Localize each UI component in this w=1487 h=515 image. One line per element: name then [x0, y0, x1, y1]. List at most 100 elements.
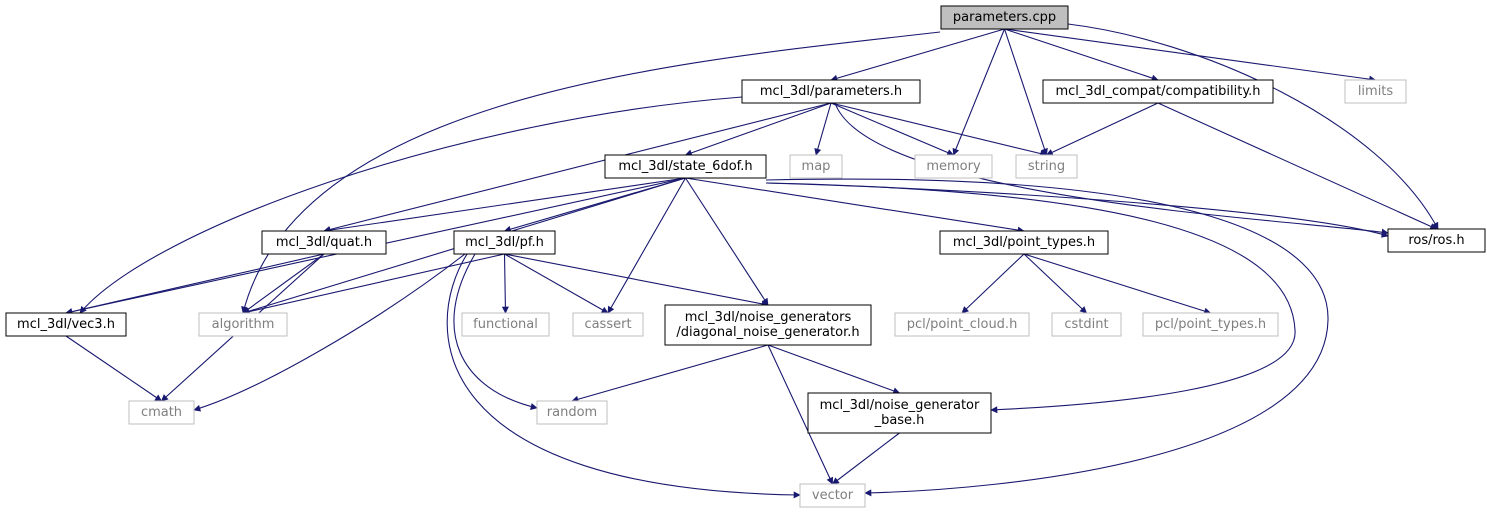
node-box	[453, 230, 556, 255]
node-box	[789, 154, 843, 179]
node-label: pcl/point_cloud.h	[907, 317, 1018, 332]
node-string: string	[1015, 154, 1078, 179]
node-label: mcl_3dl/state_6dof.h	[618, 159, 752, 174]
edge-quat-to-algorithm	[242, 253, 325, 314]
node-quat[interactable]: mcl_3dl/quat.h	[261, 230, 387, 255]
node-label: /diagonal_noise_generator.h	[676, 325, 859, 340]
edge-pf-to-vector	[446, 253, 801, 499]
edge-compat-to-string	[1045, 102, 1159, 156]
node-pf[interactable]: mcl_3dl/pf.h	[453, 230, 556, 255]
node-label: vector	[812, 488, 854, 503]
edge-mcl-parameters-to-string	[830, 102, 1048, 157]
node-box	[1344, 79, 1407, 104]
node-box	[1015, 154, 1078, 179]
node-functional: functional	[461, 312, 550, 337]
node-label: random	[547, 405, 597, 420]
node-box	[1051, 312, 1122, 337]
node-layer: parameters.cpp mcl_3dl/parameters.h mcl_3d…	[5, 5, 1486, 508]
edge-pf-to-diag	[504, 253, 769, 308]
node-label: memory	[926, 159, 981, 174]
node-box	[5, 312, 127, 337]
node-memory: memory	[914, 154, 993, 179]
node-label: cmath	[141, 405, 182, 420]
edge-vec3-to-cmath	[65, 335, 163, 402]
edge-pf-to-algorithm	[242, 253, 505, 316]
edge-mcl-parameters-to-quat	[323, 102, 832, 233]
edge-parameters-cpp-to-algorithm	[241, 31, 941, 314]
node-box	[604, 154, 767, 179]
edge-diag-to-random	[571, 344, 769, 403]
edge-pf-to-random	[453, 253, 538, 410]
node-box	[807, 392, 992, 434]
node-box	[261, 230, 387, 255]
node-parameters-cpp[interactable]: parameters.cpp	[940, 5, 1069, 30]
edge-state-to-noise-base	[765, 182, 1296, 414]
node-noise-base[interactable]: mcl_3dl/noise_generator_base.h	[807, 392, 992, 434]
node-box	[939, 230, 1109, 255]
edge-state-to-quat	[323, 177, 686, 234]
edge-diag-to-noise-base	[767, 344, 901, 395]
node-mcl-parameters[interactable]: mcl_3dl/parameters.h	[741, 79, 921, 104]
edge-parameters-cpp-to-limits	[1004, 28, 1377, 83]
edge-layer	[65, 23, 1439, 499]
node-label: mcl_3dl/quat.h	[276, 235, 372, 250]
node-label: cassert	[584, 317, 631, 332]
edge-point-types-to-pcl-types	[1023, 253, 1212, 315]
edge-parameters-cpp-to-mcl-parameters	[830, 28, 1005, 82]
node-compat[interactable]: mcl_3dl_compat/compatibility.h	[1042, 79, 1274, 104]
node-limits: limits	[1344, 79, 1407, 104]
edge-quat-to-vec3	[65, 253, 325, 316]
edge-point-types-to-pcl-cloud	[961, 253, 1025, 314]
node-pcl-types: pcl/point_types.h	[1142, 312, 1279, 337]
node-box	[461, 312, 550, 337]
edge-point-types-to-cstdint	[1023, 253, 1088, 314]
node-box	[536, 400, 608, 425]
node-state[interactable]: mcl_3dl/state_6dof.h	[604, 154, 767, 179]
edge-mcl-parameters-to-state	[684, 102, 832, 157]
edge-state-to-point-types	[685, 177, 1025, 234]
edge-mcl-parameters-to-vec3	[79, 96, 743, 314]
edge-state-to-ros	[765, 182, 1389, 238]
node-cstdint: cstdint	[1051, 312, 1122, 337]
node-label: ros/ros.h	[1408, 233, 1464, 248]
node-label: map	[802, 159, 831, 174]
node-box	[572, 312, 644, 337]
node-label: mcl_3dl/parameters.h	[760, 84, 902, 99]
node-box	[128, 400, 195, 425]
node-label: limits	[1358, 84, 1394, 99]
node-diag[interactable]: mcl_3dl/noise_generators/diagonal_noise_…	[664, 304, 872, 346]
node-cassert: cassert	[572, 312, 644, 337]
node-vec3[interactable]: mcl_3dl/vec3.h	[5, 312, 127, 337]
node-pcl-cloud: pcl/point_cloud.h	[894, 312, 1030, 337]
node-ros[interactable]: ros/ros.h	[1387, 228, 1486, 253]
node-box	[741, 79, 921, 104]
node-vector: vector	[799, 483, 866, 508]
node-label: pcl/point_types.h	[1155, 317, 1266, 332]
node-box	[1042, 79, 1274, 104]
node-box	[1142, 312, 1279, 337]
edge-mcl-parameters-to-map	[814, 102, 832, 156]
node-box	[894, 312, 1030, 337]
node-label: mcl_3dl/vec3.h	[17, 317, 115, 332]
node-label: mcl_3dl/noise_generators	[685, 310, 852, 325]
node-box	[940, 5, 1069, 30]
node-box	[799, 483, 866, 508]
node-point-types[interactable]: mcl_3dl/point_types.h	[939, 230, 1109, 255]
node-box	[198, 312, 288, 337]
edge-diag-to-vector	[767, 344, 834, 485]
node-label: mcl_3dl/point_types.h	[953, 235, 1095, 250]
edge-state-to-diag	[685, 177, 769, 306]
node-label: cstdint	[1064, 317, 1108, 332]
node-cmath: cmath	[128, 400, 195, 425]
node-label: mcl_3dl/noise_generator	[820, 398, 980, 413]
edge-parameters-cpp-to-memory	[952, 28, 1006, 156]
node-label: parameters.cpp	[953, 10, 1056, 25]
edge-pf-to-cassert	[504, 253, 609, 314]
node-algorithm: algorithm	[198, 312, 288, 337]
edge-state-to-cassert	[607, 177, 686, 314]
node-box	[914, 154, 993, 179]
node-label: functional	[473, 317, 538, 332]
edge-parameters-cpp-to-string	[1003, 28, 1048, 156]
